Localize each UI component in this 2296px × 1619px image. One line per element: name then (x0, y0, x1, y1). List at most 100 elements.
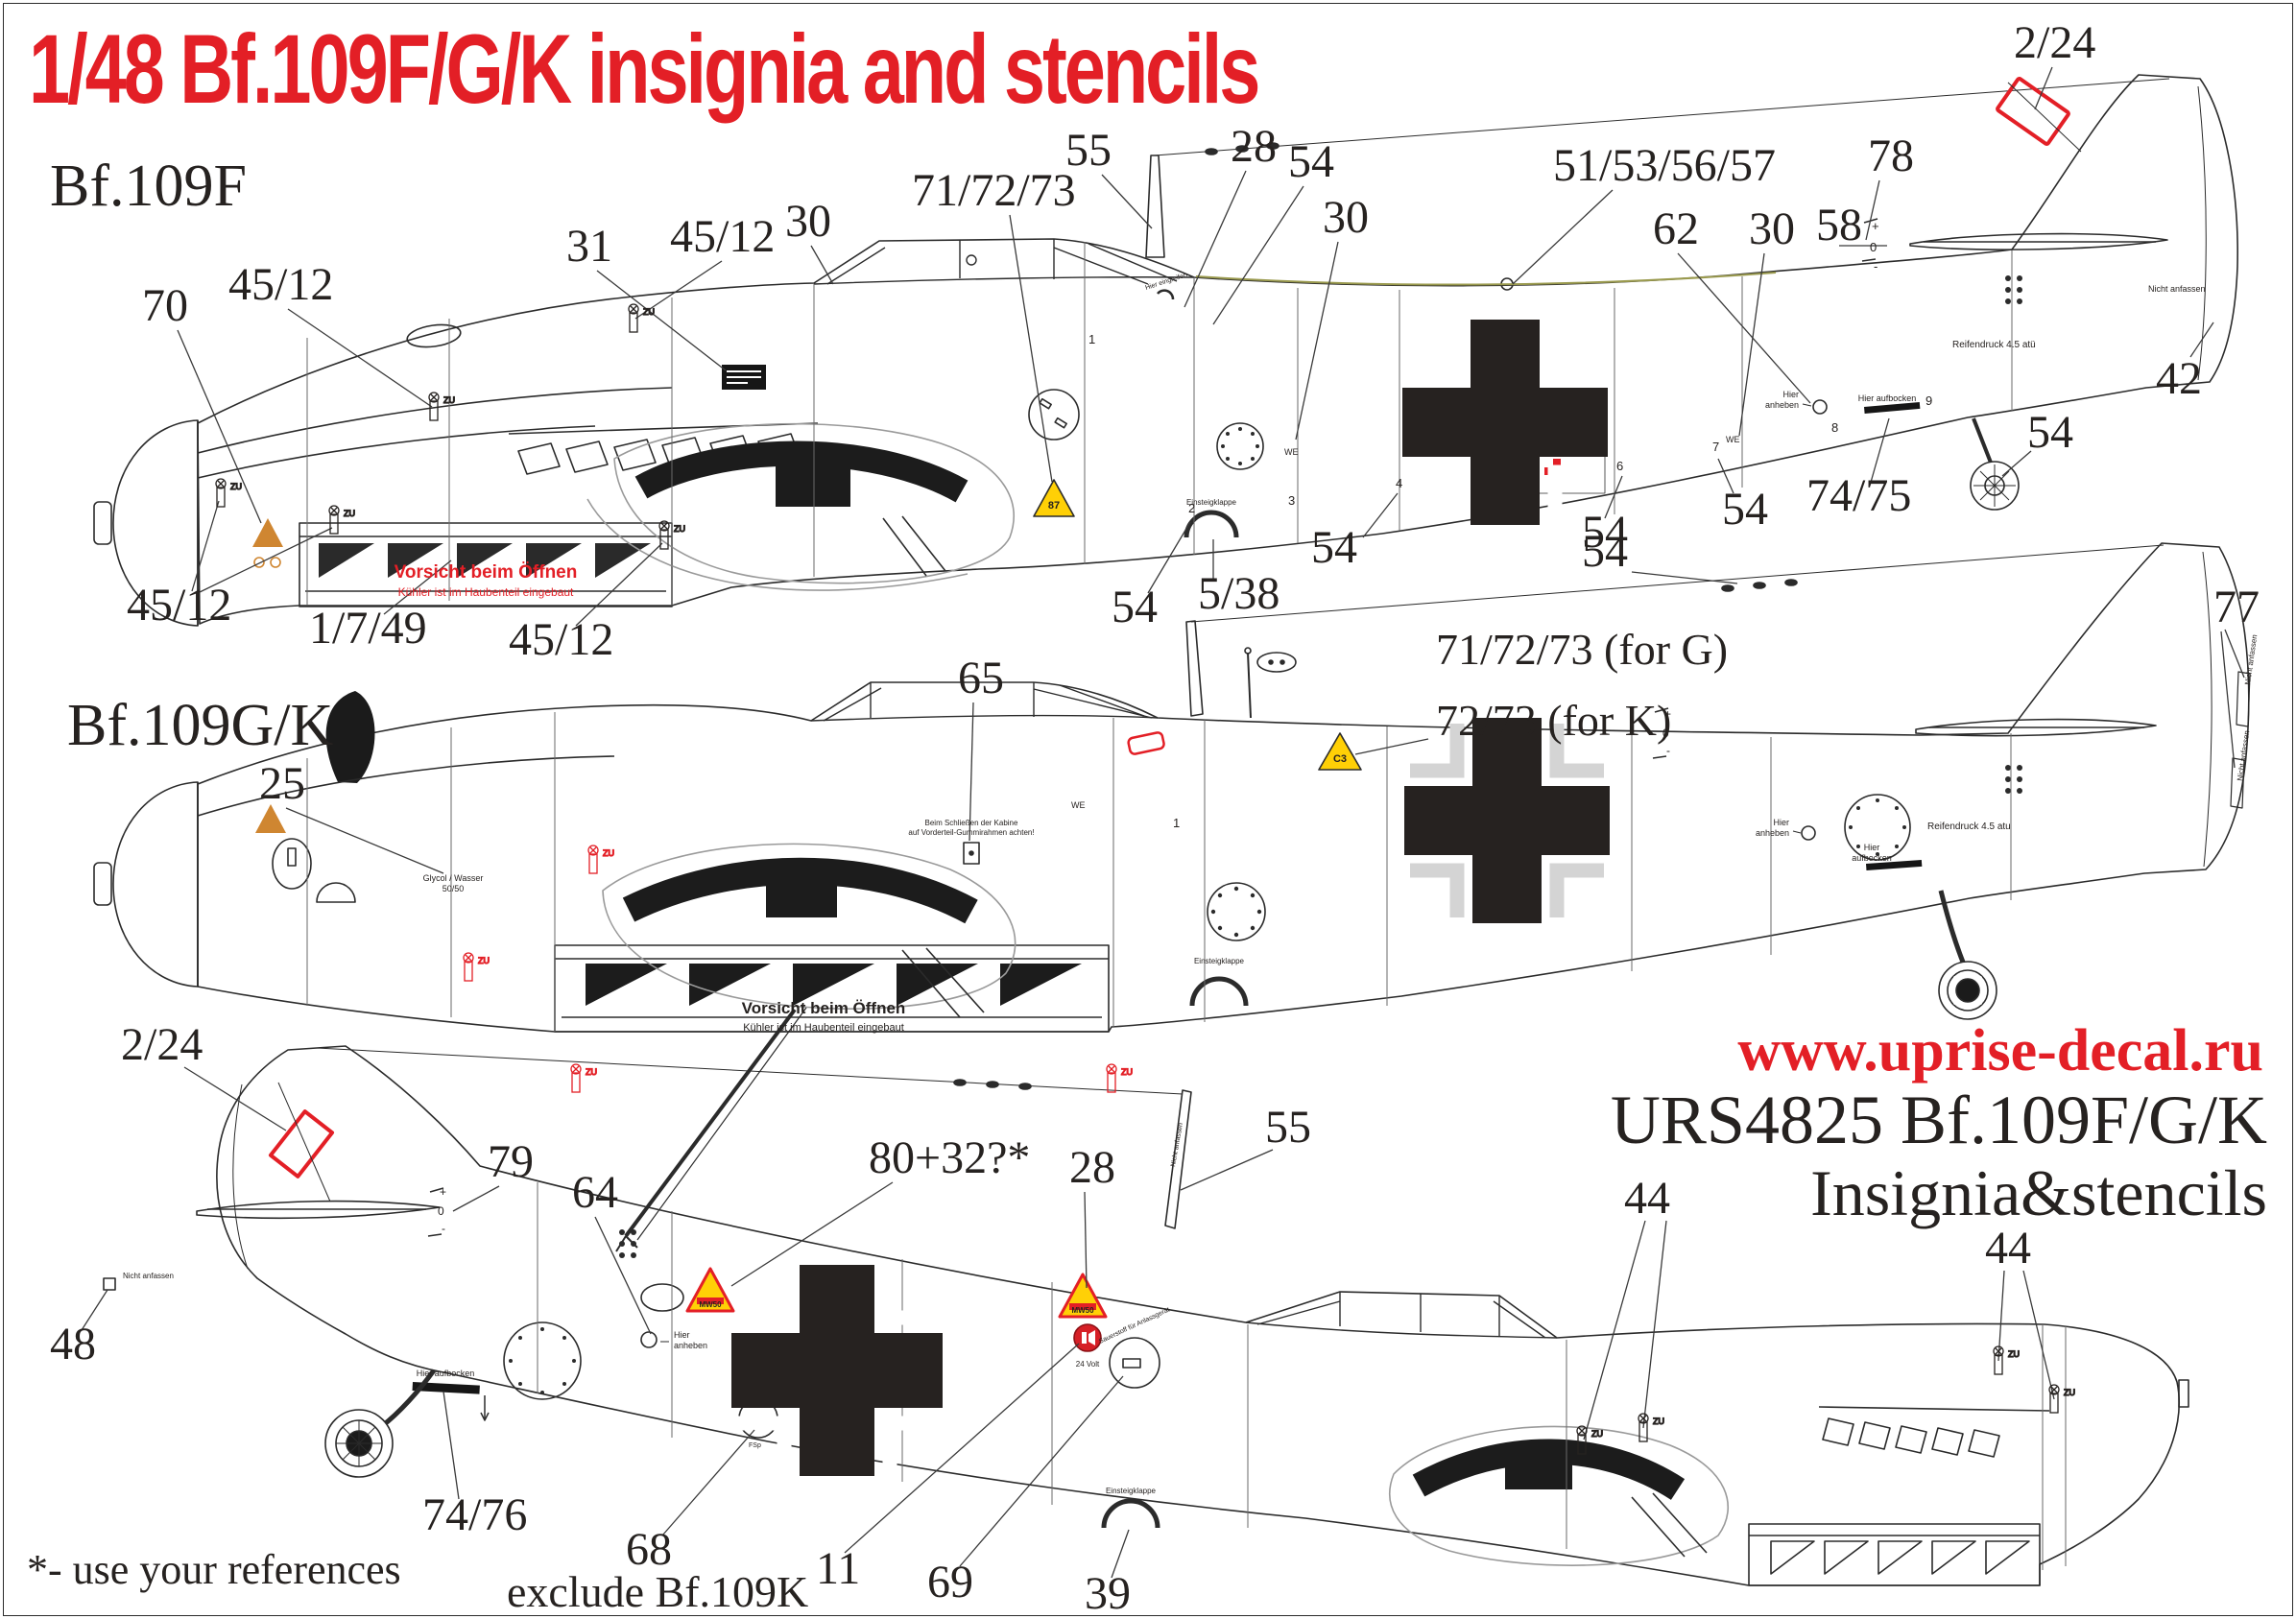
brand-url: www.uprise-decal.ru (1737, 1018, 2263, 1083)
leader-line (959, 1375, 1124, 1567)
leader-line (1111, 1529, 1130, 1579)
callout-30: 30 (785, 196, 831, 247)
spinner (112, 781, 199, 988)
stencil-text: Hier (1864, 843, 1880, 852)
antenna-wire (1190, 544, 2164, 623)
zu-label: ZU (230, 482, 242, 491)
zu-valve-icon: ZU (215, 478, 243, 508)
warning-triangle-87 (1033, 479, 1075, 517)
zu-label: ZU (586, 1067, 597, 1077)
callout-54: 54 (2027, 407, 2073, 458)
stencil-text: 0 (1662, 726, 1669, 740)
callout-54: 54 (1288, 136, 1334, 187)
round-hatch (503, 1321, 582, 1400)
leader-line (2220, 631, 2236, 769)
stencil-text: Nicht anfassen (2148, 284, 2206, 294)
stencil-text: Hier (1782, 390, 1799, 399)
callout-30: 30 (1749, 203, 1795, 254)
stencil-text: Vorsicht beim Öffnen (395, 562, 578, 583)
leader-line (1184, 170, 1247, 308)
callout-54: 54 (1582, 507, 1628, 558)
zu-label: ZU (643, 307, 655, 317)
leader-line (1677, 252, 1811, 404)
stencil-text: anheben (674, 1341, 707, 1350)
zu-valve-icon: ZU (587, 845, 615, 874)
leader-line (1512, 189, 1614, 285)
stencil-text: 1 (1173, 816, 1180, 830)
warning-triangle-mw50-left (685, 1267, 735, 1313)
profile-label-bf109f: Bf.109F (50, 154, 247, 219)
zu-valve-icon: ZU (658, 520, 686, 550)
callout-45-12: 45/12 (228, 259, 333, 310)
rudder-hinge (2197, 85, 2207, 381)
stencil-text: MW50 (1071, 1306, 1094, 1315)
callout-54: 54 (1722, 484, 1768, 535)
spine-trim-line (1195, 272, 1777, 286)
prop-blade (325, 691, 375, 783)
wing-root-fairing (586, 422, 1015, 591)
prop-hub (93, 501, 112, 545)
zu-label: ZU (2008, 1349, 2020, 1359)
stabilizer (1909, 232, 2168, 250)
zu-label: ZU (2064, 1388, 2075, 1397)
stencil-text: + (1664, 707, 1671, 721)
jack-here-bracket (1866, 859, 1923, 870)
zu-label: ZU (603, 848, 614, 858)
callout-28: 28 (1069, 1142, 1115, 1193)
cowl-line (197, 387, 673, 454)
stencil-text: auf Vorderteil-Gummirahmen achten! (908, 828, 1034, 837)
leader-line (2001, 450, 2032, 477)
callout-72-73-for-K-: 72/73 (for K) (1436, 696, 1671, 745)
callout-5-38: 5/38 (1198, 568, 1280, 619)
leader-line (197, 527, 333, 594)
exhaust-shield (1818, 1406, 2050, 1412)
balkenkreuz-bf109k (731, 1265, 943, 1476)
leader-line (285, 807, 444, 874)
lift-here-ring (1801, 825, 1816, 841)
stabilizer (1915, 718, 2157, 737)
stencil-text: Hier aufbocken (1858, 393, 1917, 403)
canopy (810, 682, 1159, 722)
leader-line (1738, 252, 1765, 437)
cowl-bulge (197, 755, 615, 817)
leader-line (81, 1289, 108, 1331)
leader-line (1604, 475, 1623, 519)
stencil-text: anheben (1765, 400, 1799, 410)
antenna-wire (1154, 78, 2170, 156)
stencil-text: WE (1726, 435, 1740, 444)
leader-line (596, 270, 727, 371)
callout-exclude-Bf-109K: exclude Bf.109K (507, 1567, 808, 1616)
leader-line (1583, 1220, 1646, 1440)
leader-line (1997, 1270, 2005, 1362)
nose-nub (2178, 1379, 2189, 1408)
leader-line (1631, 571, 1738, 584)
stencil-text: 3 (1288, 493, 1295, 508)
leader-line (1354, 738, 1429, 755)
spine-vent (1256, 652, 1297, 673)
zu-label: ZU (1121, 1067, 1133, 1077)
leader-line (2022, 1270, 2055, 1400)
leader-line (452, 1185, 500, 1212)
lift-here-ring (1812, 399, 1828, 415)
callout-62: 62 (1653, 203, 1699, 254)
rod-antenna (1247, 652, 1252, 719)
exhaust-stubs (1822, 1417, 2000, 1458)
stencil-text: 87 (1048, 500, 1060, 512)
leader-line (177, 329, 262, 524)
stencil-text: 6 (1616, 459, 1623, 473)
stencil-text: WE (1071, 800, 1086, 810)
stencil-text: 8 (1831, 420, 1838, 435)
leader-line (1642, 1220, 1667, 1429)
stencil-text: aufbocken (1852, 853, 1892, 863)
bf109gk-line-art (93, 542, 2251, 1252)
red-locator-diamond (268, 1109, 335, 1179)
zu-valve-icon: ZU (628, 303, 656, 333)
rudder-hinge (2202, 551, 2212, 868)
zu-label: ZU (674, 524, 685, 534)
zu-valve-icon: ZU (1993, 1345, 2021, 1375)
leader-line (1717, 458, 1734, 494)
leader-line (1869, 417, 1890, 487)
